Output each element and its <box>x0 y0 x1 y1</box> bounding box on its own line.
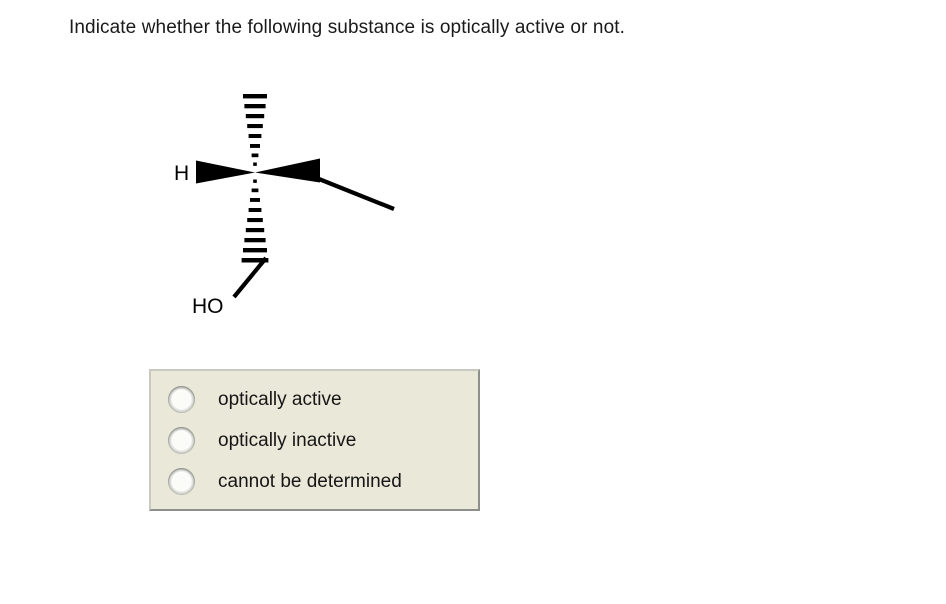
plain-bond-right-icon <box>318 177 395 211</box>
radio-button-optically-active[interactable] <box>168 386 195 413</box>
option-row-cannot-be-determined[interactable]: cannot be determined <box>151 461 478 502</box>
solid-wedge-right-icon <box>255 158 320 183</box>
atom-label-hydrogen: H <box>174 162 189 185</box>
plain-bond-hydroxyl-icon <box>232 256 268 299</box>
page-title: Indicate whether the following substance… <box>69 17 625 38</box>
radio-button-cannot-be-determined[interactable] <box>168 468 195 495</box>
option-row-optically-active[interactable]: optically active <box>151 379 478 420</box>
solid-wedge-left-icon <box>196 160 255 184</box>
hashed-wedge-down-icon <box>241 179 269 263</box>
hashed-wedge-up-icon <box>243 94 267 166</box>
option-row-optically-inactive[interactable]: optically inactive <box>151 420 478 461</box>
molecule-svg: H HO <box>174 94 395 318</box>
answer-options-panel: optically active optically inactive cann… <box>149 369 480 511</box>
option-label-cannot-be-determined: cannot be determined <box>218 470 402 492</box>
atom-label-hydroxyl: HO <box>192 295 224 318</box>
option-label-optically-active: optically active <box>218 388 342 410</box>
molecule-structure: H HO <box>160 80 420 330</box>
option-label-optically-inactive: optically inactive <box>218 429 357 451</box>
radio-button-optically-inactive[interactable] <box>168 427 195 454</box>
